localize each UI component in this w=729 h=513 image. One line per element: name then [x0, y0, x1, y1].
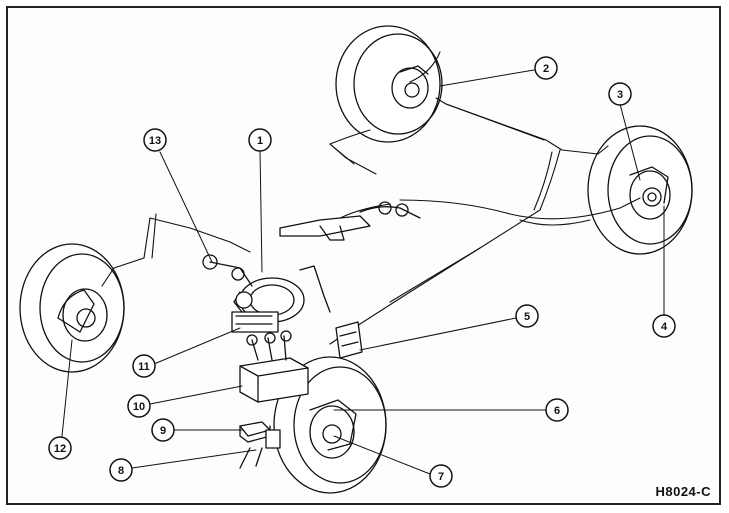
svg-text:3: 3 — [617, 89, 623, 101]
junction-bracket — [335, 321, 363, 359]
front-left-wheel — [19, 243, 125, 373]
part-code-label: H8024-C — [655, 484, 711, 499]
callout-10: 10 — [127, 394, 151, 418]
svg-text:1: 1 — [257, 135, 263, 147]
control-module — [239, 421, 281, 469]
svg-text:8: 8 — [118, 465, 124, 477]
callout-7: 7 — [429, 464, 453, 488]
callout-4: 4 — [652, 314, 676, 338]
svg-text:10: 10 — [133, 401, 145, 413]
callout-9: 9 — [151, 418, 175, 442]
svg-text:5: 5 — [524, 311, 530, 323]
callout-13: 13 — [143, 128, 167, 152]
callout-3: 3 — [608, 82, 632, 106]
callout-leaders — [61, 69, 665, 475]
callout-1: 1 — [248, 128, 272, 152]
svg-text:7: 7 — [438, 471, 444, 483]
callout-11: 11 — [132, 354, 156, 378]
svg-text:12: 12 — [54, 443, 66, 455]
svg-text:6: 6 — [554, 405, 560, 417]
svg-text:4: 4 — [661, 321, 668, 333]
svg-text:2: 2 — [543, 63, 549, 75]
callouts: 1 2 3 4 5 6 7 8 9 10 11 12 13 — [48, 56, 676, 488]
brake-lines — [101, 51, 641, 345]
svg-text:9: 9 — [160, 425, 166, 437]
parking-brake-lever — [279, 201, 421, 241]
brake-booster — [202, 254, 331, 333]
svg-text:11: 11 — [138, 361, 150, 373]
rear-left-wheel — [335, 25, 443, 143]
callout-2: 2 — [534, 56, 558, 80]
hydraulic-control-unit — [239, 330, 309, 403]
callout-12: 12 — [48, 436, 72, 460]
svg-text:13: 13 — [149, 135, 161, 147]
callout-5: 5 — [515, 304, 539, 328]
rear-right-wheel — [587, 125, 693, 255]
callout-6: 6 — [545, 398, 569, 422]
callout-8: 8 — [109, 458, 133, 482]
